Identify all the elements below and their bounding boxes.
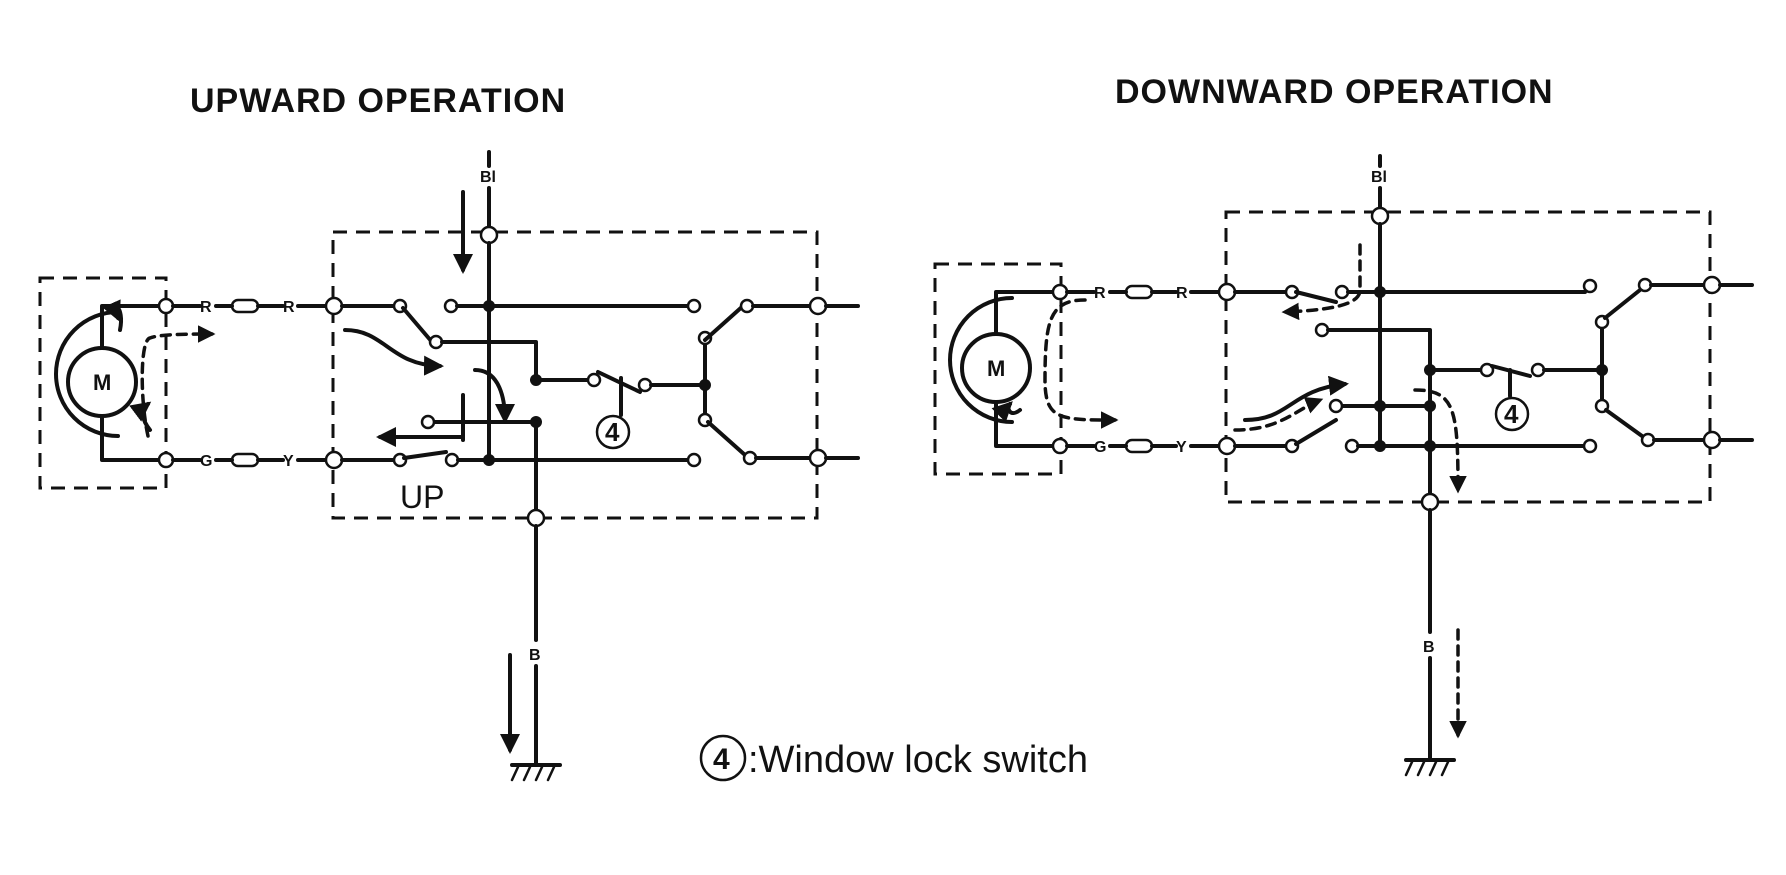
motor-box-down (933, 262, 1063, 476)
connector-g-label: G (200, 453, 212, 470)
motor-box (38, 276, 168, 490)
downward-operation-title: DOWNWARD OPERATION (1115, 73, 1554, 111)
legend-text: :Window lock switch (748, 739, 1088, 781)
motor-down: M (948, 290, 1062, 448)
upward-operation-title: UPWARD OPERATION (190, 82, 566, 120)
window-lock-switch-number-down: 4 (1504, 399, 1519, 429)
b-label: B (529, 647, 541, 664)
connector-r-label-down: R (1094, 285, 1106, 302)
connector-r2-label: R (283, 299, 295, 316)
legend: 4 :Window lock switch (699, 734, 1088, 782)
legend-number: 4 (713, 743, 730, 776)
legend-number-circle (699, 734, 747, 782)
motor-label: M (93, 370, 111, 395)
downward-diagram: M R R G Y Bl (933, 154, 1754, 777)
connector-r-label: R (200, 299, 212, 316)
b-label-down: B (1423, 639, 1435, 656)
up-label: UP (400, 479, 444, 515)
switch-box-down (1224, 210, 1712, 504)
connector-y-label-down: Y (1176, 439, 1187, 456)
connector-y-label: Y (283, 453, 294, 470)
upward-diagram: M R R G Y Bl (38, 150, 860, 782)
switch-box (331, 230, 819, 520)
bl-label: Bl (480, 169, 496, 186)
connector-r2-label-down: R (1176, 285, 1188, 302)
motor-label-down: M (987, 356, 1005, 381)
connector-g-label-down: G (1094, 439, 1106, 456)
motor: M (54, 304, 168, 462)
window-lock-switch-number: 4 (605, 417, 620, 447)
bl-label-down: Bl (1371, 169, 1387, 186)
